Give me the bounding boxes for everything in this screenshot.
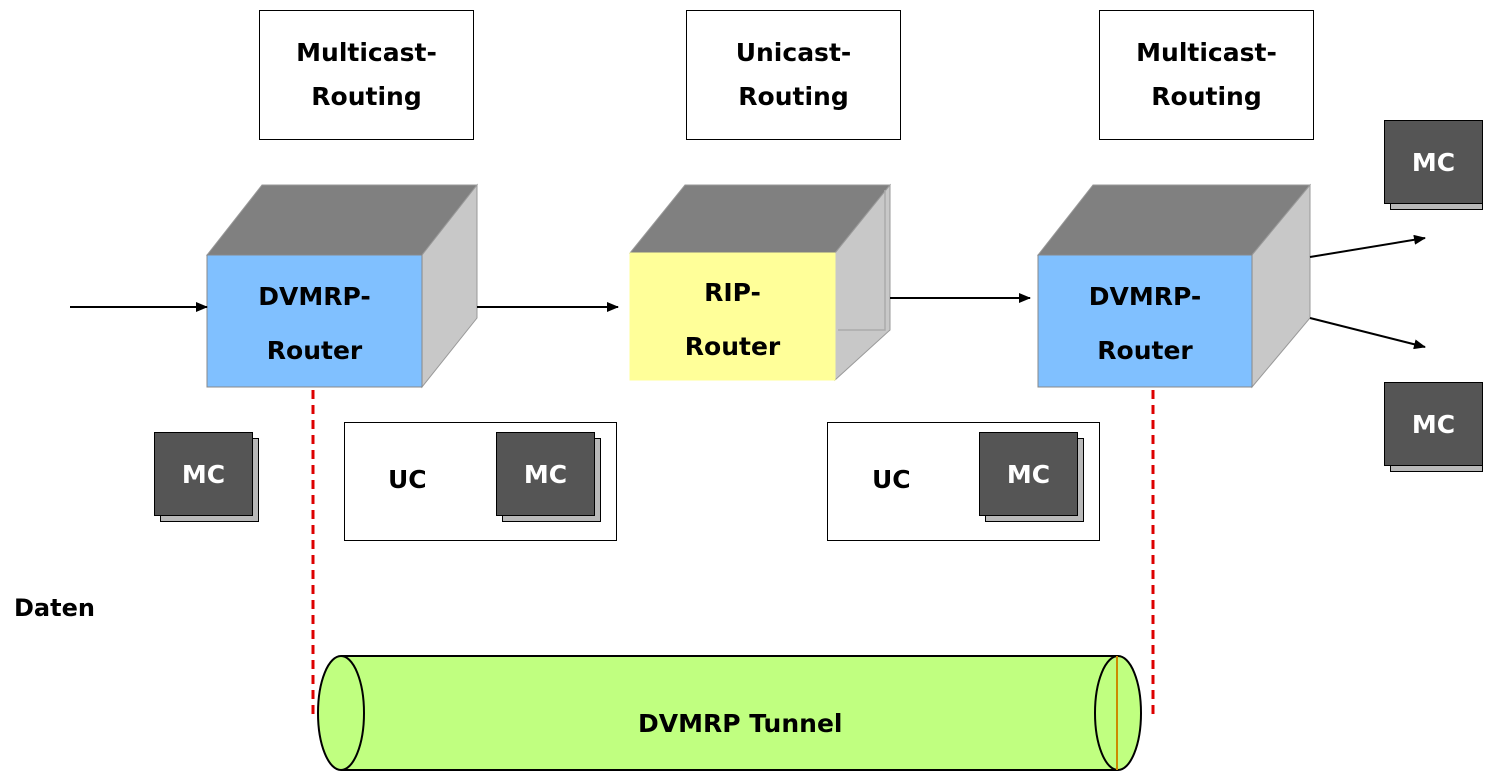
- router-1-label: DVMRP- Router: [207, 269, 422, 379]
- router-1-line1: DVMRP-: [258, 282, 371, 311]
- mc-packet-label: MC: [154, 432, 253, 516]
- routing-box-3: Multicast- Routing: [1099, 10, 1314, 140]
- routing-box-1-line1: Multicast-: [296, 38, 437, 67]
- router-cube-2: [628, 183, 892, 382]
- routing-box-3-line1: Multicast-: [1136, 38, 1277, 67]
- router-2-line2: Router: [684, 332, 781, 361]
- router-1-line2: Router: [266, 336, 363, 365]
- mc-packet-label: MC: [979, 432, 1078, 516]
- router-3-label: DVMRP- Router: [1038, 269, 1252, 379]
- mc-packet-left: MC: [154, 432, 259, 522]
- mc-packet-label: MC: [496, 432, 595, 516]
- mc-packet-inner-2: MC: [979, 432, 1084, 522]
- mc-packet-inner-1: MC: [496, 432, 601, 522]
- mc-packet-right-bottom: MC: [1384, 382, 1483, 472]
- dvmrp-tunnel: [317, 655, 1142, 771]
- uc-label-2: UC: [872, 465, 911, 494]
- tunnel-label: DVMRP Tunnel: [638, 709, 843, 738]
- router-2-label: RIP- Router: [630, 265, 835, 375]
- daten-label: Daten: [14, 594, 95, 622]
- mc-packet-right-top: MC: [1384, 120, 1483, 210]
- router-3-line2: Router: [1097, 336, 1193, 365]
- routing-box-2-line2: Routing: [738, 82, 849, 111]
- mc-packet-label: MC: [1384, 120, 1483, 204]
- router-cube-1: [205, 183, 479, 389]
- router-2-line1: RIP-: [704, 278, 761, 307]
- routing-box-1-line2: Routing: [311, 82, 422, 111]
- routing-box-2: Unicast- Routing: [686, 10, 901, 140]
- router-cube-3: [1036, 183, 1312, 389]
- routing-box-2-line1: Unicast-: [735, 38, 852, 67]
- routing-box-3-line2: Routing: [1151, 82, 1262, 111]
- mc-packet-label: MC: [1384, 382, 1483, 466]
- uc-label-1: UC: [388, 465, 427, 494]
- arrow-out-up: [1309, 234, 1426, 258]
- routing-box-1: Multicast- Routing: [259, 10, 474, 140]
- router-3-line1: DVMRP-: [1088, 282, 1202, 311]
- arrow-out-down: [1309, 317, 1426, 350]
